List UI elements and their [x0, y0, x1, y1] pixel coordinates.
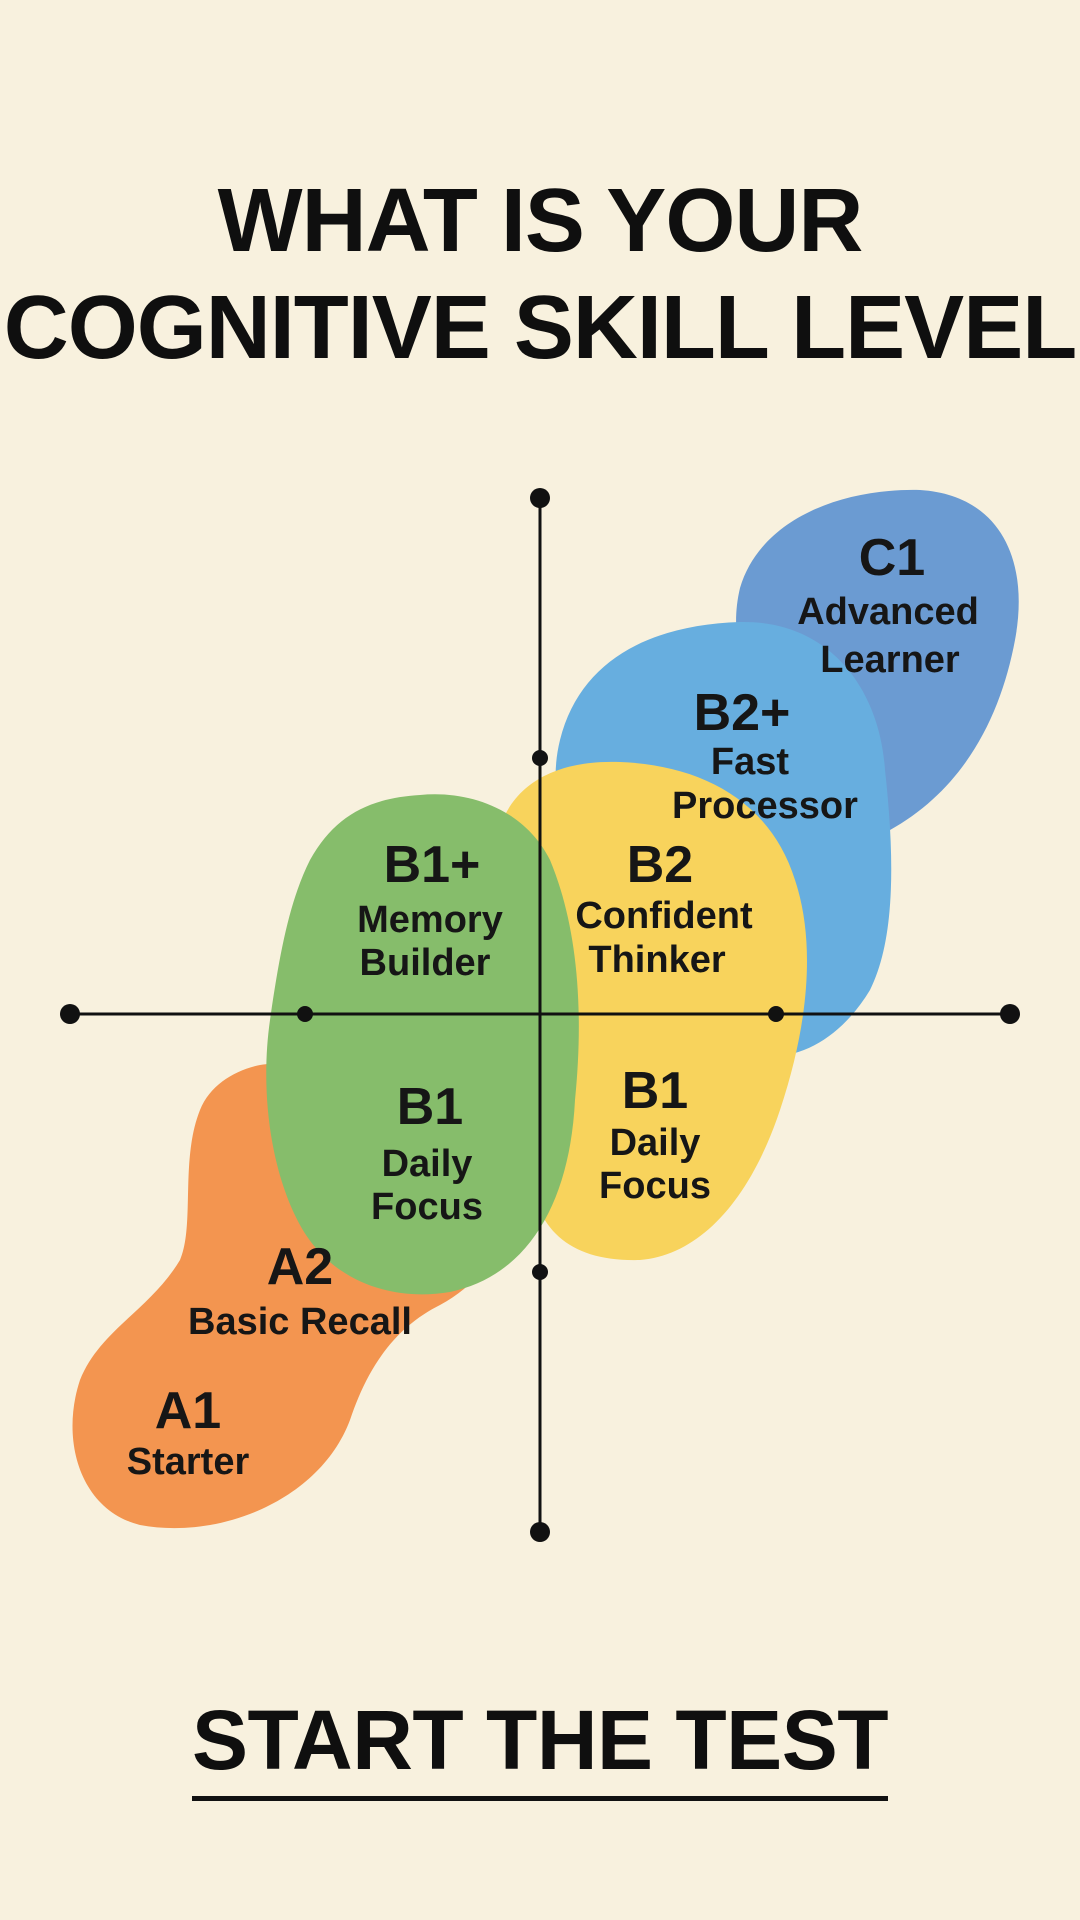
axis-dot — [532, 1264, 548, 1280]
level-name: Processor — [672, 785, 858, 827]
axes — [60, 488, 1020, 1542]
level-name: Daily — [610, 1122, 701, 1164]
level-code: B1 — [622, 1062, 688, 1120]
axis-dot — [297, 1006, 313, 1022]
start-test-link[interactable]: START THE TEST — [191, 1692, 889, 1801]
axis-dot — [768, 1006, 784, 1022]
level-code: A1 — [155, 1382, 221, 1440]
level-name: Advanced — [797, 591, 979, 633]
level-b1plus: B1+ Memory Builder — [357, 836, 503, 984]
level-a2: A2 Basic Recall — [188, 1238, 412, 1343]
level-code: B2 — [627, 836, 693, 894]
level-b2: B2 Confident Thinker — [575, 836, 753, 981]
level-a1: A1 Starter — [127, 1382, 250, 1483]
blob-b1plus — [266, 794, 579, 1295]
level-code: B2+ — [694, 684, 791, 742]
level-code: C1 — [859, 529, 925, 587]
title-line-2: COGNITIVE SKILL LEVEL — [3, 278, 1077, 378]
level-code: B1 — [397, 1078, 463, 1136]
level-name: Focus — [599, 1165, 711, 1207]
level-b1-left: B1 Daily Focus — [371, 1078, 483, 1228]
axis-dot — [532, 750, 548, 766]
axis-dot — [530, 1522, 550, 1542]
level-name: Confident — [575, 895, 753, 937]
level-name: Daily — [382, 1143, 473, 1185]
level-name: Focus — [371, 1186, 483, 1228]
start-test-cta: START THE TEST — [0, 1692, 1080, 1801]
axis-dot — [60, 1004, 80, 1024]
title-line-1: WHAT IS YOUR — [217, 171, 864, 271]
level-code: A2 — [267, 1238, 333, 1296]
level-code: B1+ — [384, 836, 481, 894]
level-c1: C1 Advanced Learner — [797, 529, 979, 681]
axis-dot — [530, 488, 550, 508]
level-b2plus: B2+ Fast Processor — [672, 684, 858, 827]
page-title: WHAT IS YOUR COGNITIVE SKILL LEVEL — [0, 168, 1080, 382]
level-name: Learner — [820, 639, 960, 681]
level-name: Starter — [127, 1441, 250, 1483]
level-name: Thinker — [588, 939, 725, 981]
axis-dot — [1000, 1004, 1020, 1024]
level-name: Builder — [360, 942, 491, 984]
blob-b2 — [495, 761, 807, 1261]
level-b1-right: B1 Daily Focus — [599, 1062, 711, 1207]
level-name: Basic Recall — [188, 1301, 412, 1343]
level-name: Memory — [357, 899, 503, 941]
level-name: Fast — [711, 741, 789, 783]
